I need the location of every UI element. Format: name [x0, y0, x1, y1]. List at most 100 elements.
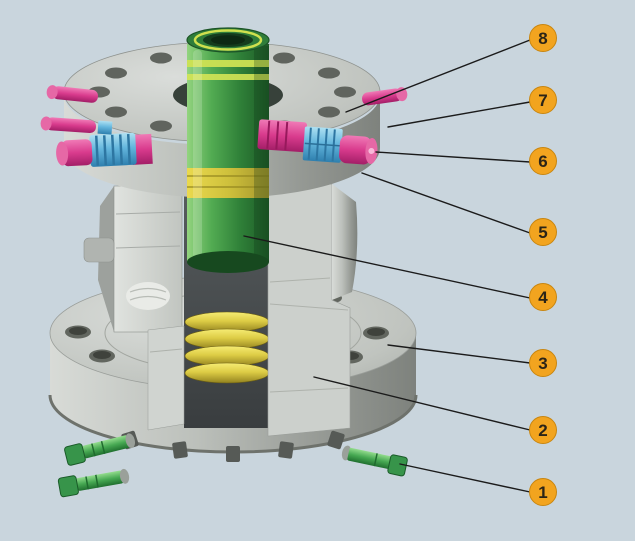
outlet-plug-pink: [339, 135, 372, 165]
side-outlet-right: [257, 119, 378, 165]
leader-line-2: [313, 376, 531, 431]
left-section-details: [115, 211, 183, 353]
rib: [110, 134, 116, 165]
shaft-ridge: [95, 474, 99, 488]
outlet-collar: [131, 133, 153, 165]
lock-screws: [57, 433, 408, 498]
callout-number: 6: [538, 152, 547, 171]
leader-line-5: [361, 172, 531, 234]
callout-circle: [529, 86, 557, 114]
shaft-ridge: [85, 476, 89, 490]
callout-number: 2: [538, 421, 547, 440]
stud-shaft: [46, 117, 97, 134]
leader-line-8: [345, 39, 531, 113]
bolt-hole: [150, 120, 172, 132]
callout-3: 3: [529, 349, 557, 377]
notch: [172, 441, 188, 459]
ridge: [266, 120, 271, 149]
seal-ring-stack: [184, 311, 270, 384]
bolt-hole: [105, 106, 127, 118]
thread-lines: [129, 287, 167, 301]
callout-circle: [529, 349, 557, 377]
leader-lines: [243, 39, 531, 493]
callout-number: 7: [538, 91, 547, 110]
callout-number: 5: [538, 223, 547, 242]
plug-tip-highlight: [368, 148, 375, 155]
callout-7: 7: [529, 86, 557, 114]
shaft-ridge: [100, 440, 106, 454]
seal-ring: [184, 362, 270, 384]
callout-number: 1: [538, 483, 547, 502]
mandrel-top-ring: [193, 29, 263, 51]
shaft-ridge: [373, 453, 378, 467]
mandrel-ring-stripe: [187, 74, 269, 80]
callout-number: 8: [538, 29, 547, 48]
rib: [126, 133, 132, 165]
callout-circle: [529, 478, 557, 506]
right-section-details: [269, 277, 349, 393]
side-outlet-left: [56, 132, 153, 167]
bolt-hole: [334, 86, 356, 98]
groove-line: [149, 348, 183, 353]
fitting-ribs: [94, 133, 132, 166]
lock-screw-right: [341, 445, 408, 477]
rib: [102, 135, 108, 166]
stud-nut-blue: [97, 120, 113, 135]
leader-line-4: [243, 235, 531, 299]
mandrel-shadow: [254, 46, 269, 262]
leader-line-6: [375, 151, 531, 163]
mandrel-details: [187, 46, 269, 262]
hanger-seal-band: [187, 168, 269, 198]
ridge: [275, 121, 280, 150]
screw-head: [57, 475, 79, 498]
groove-line: [269, 303, 349, 311]
callout-2: 2: [529, 416, 557, 444]
body-side-boss: [83, 237, 115, 263]
stud-left-lower: [40, 116, 113, 135]
callout-6: 6: [529, 147, 557, 175]
body-right-outer-surface: [332, 184, 358, 300]
callout-5: 5: [529, 218, 557, 246]
leader-line-1: [399, 463, 531, 493]
bolt-hole: [318, 67, 340, 79]
leader-line-3: [387, 344, 531, 364]
mandrel-bottom-edge: [187, 251, 269, 273]
callout-circle: [529, 283, 557, 311]
screw-head: [387, 454, 408, 477]
callouts: 8 7 6 5 4 3 2 1: [529, 24, 557, 506]
notch: [226, 446, 240, 462]
left-section-face-body: [113, 185, 183, 333]
callout-circle: [529, 218, 557, 246]
mandrel-top: [186, 27, 270, 53]
callout-1: 1: [529, 478, 557, 506]
ridge: [284, 121, 289, 151]
groove-line: [115, 245, 181, 249]
valve-body-pink: [257, 119, 308, 153]
lock-screw-left-lower: [57, 468, 130, 498]
stud-end: [40, 116, 52, 131]
notch: [327, 430, 345, 450]
mandrel-top-bore-inner: [211, 35, 245, 45]
callout-circle: [529, 24, 557, 52]
groove-line: [269, 387, 349, 393]
facet-line: [304, 142, 341, 147]
callout-number: 3: [538, 354, 547, 373]
callout-4: 4: [529, 283, 557, 311]
screw-head: [64, 443, 86, 466]
left-section-face-flange: [147, 325, 185, 431]
bolt-hole-shadow: [367, 328, 385, 336]
stud-end: [46, 85, 58, 100]
callout-8: 8: [529, 24, 557, 52]
hex-fitting-threads: [304, 127, 341, 162]
callout-circle: [529, 147, 557, 175]
bolt-hole-shadow: [69, 327, 87, 335]
casing-hanger-mandrel: [186, 27, 270, 273]
rib: [94, 135, 100, 166]
screw-washer: [119, 468, 130, 484]
groove-line: [269, 277, 331, 283]
shaft-ridge: [91, 443, 96, 457]
callout-circle: [529, 416, 557, 444]
rib: [118, 134, 124, 165]
leader-line-7: [387, 101, 531, 128]
